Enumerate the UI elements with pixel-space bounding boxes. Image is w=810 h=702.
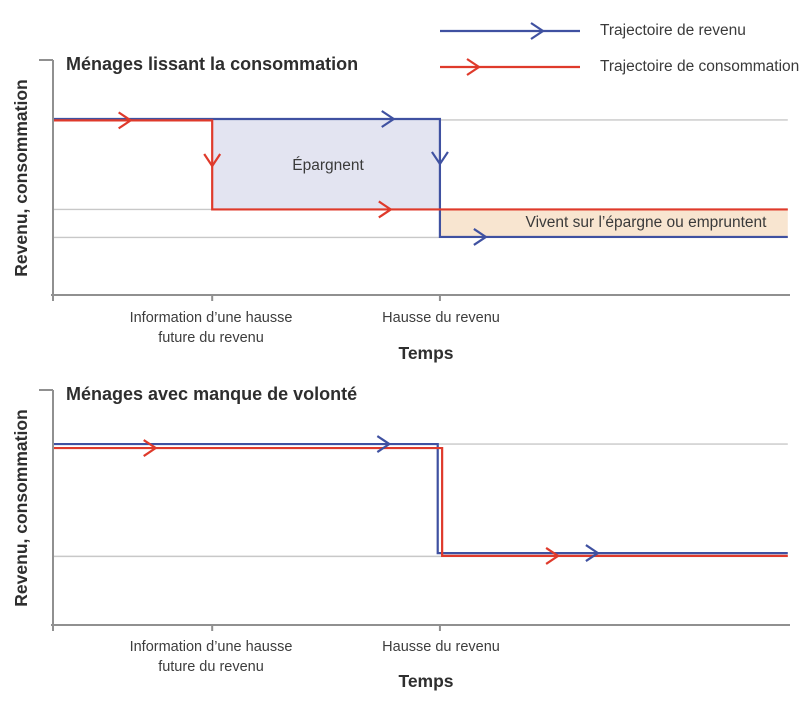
income-arrow-icon: [381, 110, 396, 128]
dissaving-region: [439, 209, 788, 237]
tick-label-line: Information d’une hausse: [129, 310, 293, 326]
consumption-arrow-icon: [143, 439, 158, 457]
top-x-tick-label-rise: Hausse du revenu: [382, 310, 500, 326]
income-arrow-icon: [585, 544, 600, 563]
legend-label-consumption: Trajectoire de consommation: [600, 58, 800, 75]
top-x-axis-label: Temps: [398, 343, 454, 363]
tick-label-line: Information d’une hausse: [129, 639, 293, 655]
consumption-line: [53, 446, 788, 558]
saving-region-label: Épargnent: [292, 157, 364, 174]
bottom-y-axis-label: Revenu, consommation: [11, 409, 31, 607]
bottom-x-axis-label: Temps: [398, 671, 454, 691]
top-y-axis-label: Revenu, consommation: [11, 79, 31, 277]
tick-label-line: future du revenu: [158, 330, 264, 346]
income-line: [53, 442, 788, 555]
legend-label-income: Trajectoire de revenu: [600, 22, 746, 39]
bottom-panel-title: Ménages avec manque de volonté: [66, 384, 358, 404]
saving-region: [212, 119, 440, 210]
right-arrow-icon: [530, 22, 545, 40]
income-arrow-icon: [376, 435, 392, 453]
top-panel-title: Ménages lissant la consommation: [66, 54, 359, 74]
consumption-line-swatch: [440, 58, 580, 76]
consumption-arrow-icon: [203, 153, 222, 169]
consumption-arrow-icon: [378, 200, 393, 219]
bottom-x-tick-label-rise: Hausse du revenu: [382, 639, 500, 655]
income-arrow-icon: [473, 228, 488, 246]
income-line-swatch: [440, 22, 580, 40]
income-line: [53, 117, 788, 239]
top-x-tick-label-info: Information d’une hausse future du reven…: [91, 308, 331, 348]
income-arrow-icon: [431, 151, 449, 166]
consumption-arrow-icon: [118, 111, 133, 130]
right-arrow-icon: [466, 58, 481, 76]
bottom-x-tick-label-info: Information d’une hausse future du reven…: [91, 637, 331, 677]
consumption-arrow-icon: [545, 546, 561, 565]
tick-label-line: future du revenu: [158, 659, 264, 675]
dissaving-region-label: Vivent sur l’épargne ou empruntent: [525, 214, 767, 231]
